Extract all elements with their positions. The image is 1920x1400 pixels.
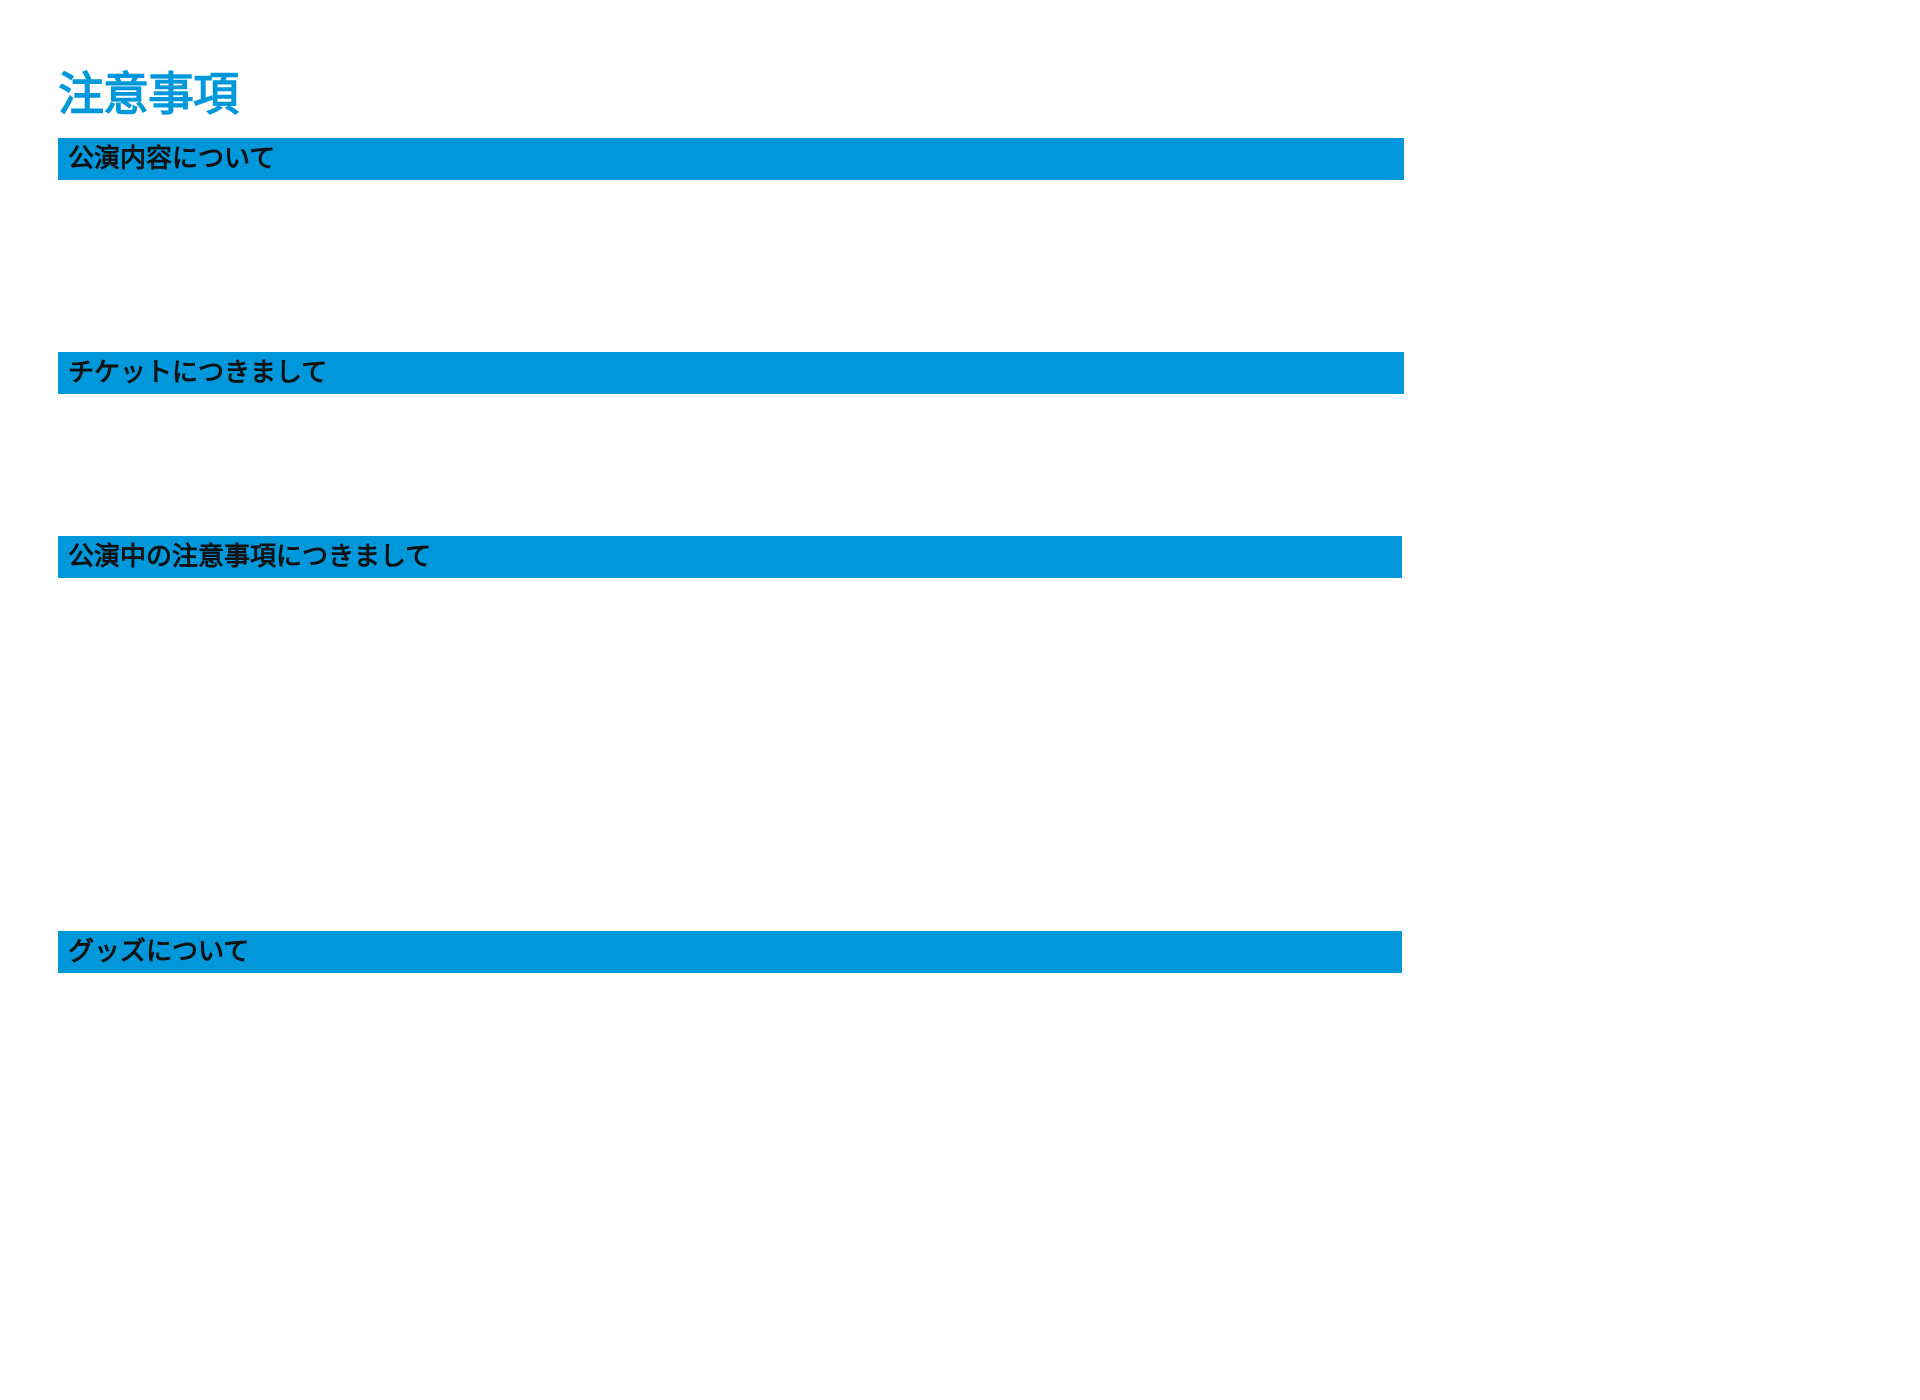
section-header-performance-content: 公演内容について [58,138,1404,180]
page-title: 注意事項 [58,67,239,121]
section-header-during-performance-notes: 公演中の注意事項につきまして [58,536,1402,578]
section-header-goods: グッズについて [58,931,1402,973]
section-heading: 公演内容について [68,144,276,174]
section-heading: グッズについて [68,937,250,967]
section-body-during-performance-notes [58,578,1402,931]
section-heading: チケットにつきまして [68,358,328,388]
section-body-goods [58,973,1402,1373]
section-body-tickets [58,394,1404,536]
section-header-tickets: チケットにつきまして [58,352,1404,394]
section-heading: 公演中の注意事項につきまして [68,542,432,572]
section-body-performance-content [58,180,1404,352]
